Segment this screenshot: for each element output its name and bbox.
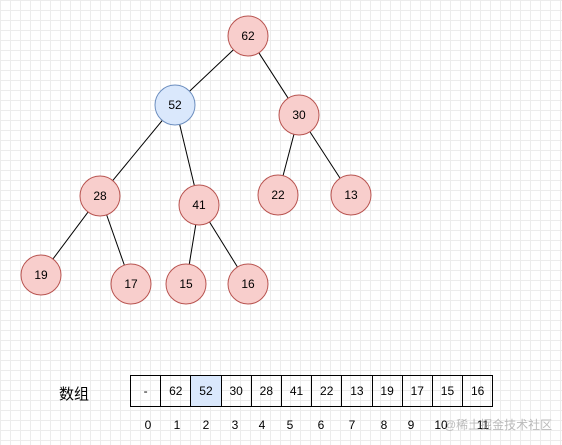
tree-node-17: 17 [110, 263, 152, 305]
edge-n30-n13 [309, 131, 341, 179]
array-cell: 15 [433, 376, 464, 406]
edge-n41-n16 [209, 221, 238, 268]
watermark: @稀土掘金技术社区 [444, 418, 553, 432]
array-cell: 52 [191, 376, 222, 406]
node-circle [154, 84, 196, 126]
node-circle [257, 174, 299, 216]
array-cell: - [131, 376, 162, 406]
edge-n30-n22 [282, 134, 295, 176]
array-index: 1 [173, 418, 181, 432]
array-label: 数组 [59, 386, 90, 403]
node-circle [278, 94, 320, 136]
array-index: 6 [317, 418, 325, 432]
edge-n52-n28 [112, 120, 163, 181]
array-index: 2 [202, 418, 210, 432]
tree-node-41: 41 [178, 184, 220, 226]
array-index: 4 [258, 418, 266, 432]
node-label: 19 [34, 268, 48, 282]
edge-n62-n52 [189, 49, 234, 92]
tree-node-15: 15 [165, 263, 207, 305]
node-label: 22 [271, 188, 285, 202]
array-index: 11 [476, 418, 490, 432]
array-index: 8 [380, 418, 388, 432]
array-cell: 28 [252, 376, 282, 406]
node-label: 41 [192, 198, 206, 212]
node-circle [178, 184, 220, 226]
array-index: 10 [434, 418, 448, 432]
array-cell: 16 [463, 376, 494, 406]
node-circle [330, 174, 372, 216]
node-circle [79, 175, 121, 217]
array-cell: 30 [222, 376, 252, 406]
tree-node-19: 19 [20, 254, 62, 296]
tree-node-16: 16 [227, 263, 269, 305]
edge-n41-n15 [188, 224, 197, 265]
node-circle [165, 263, 207, 305]
node-label: 28 [93, 189, 107, 203]
tree-node-28: 28 [79, 175, 121, 217]
edge-n52-n41 [179, 124, 195, 186]
array-index: 0 [144, 418, 152, 432]
array-cell: 19 [373, 376, 403, 406]
array-index: 5 [286, 418, 294, 432]
node-circle [20, 254, 62, 296]
edge-n62-n30 [258, 52, 289, 99]
array-cell: 17 [403, 376, 433, 406]
node-circle [110, 263, 152, 305]
tree-node-52: 52 [154, 84, 196, 126]
tree-node-62: 62 [227, 15, 269, 57]
array-cell: 22 [312, 376, 343, 406]
node-circle [227, 15, 269, 57]
tree-node-22: 22 [257, 174, 299, 216]
node-label: 62 [241, 29, 255, 43]
tree-node-13: 13 [330, 174, 372, 216]
node-label: 52 [168, 98, 182, 112]
array-index: 7 [348, 418, 356, 432]
edge-n28-n19 [52, 211, 89, 260]
array-cell: 62 [161, 376, 192, 406]
array-index: 3 [231, 418, 239, 432]
node-label: 15 [179, 277, 193, 291]
array-index: 9 [407, 418, 415, 432]
edge-n28-n17 [106, 214, 125, 266]
array-cell: 13 [342, 376, 373, 406]
node-label: 17 [124, 277, 138, 291]
node-label: 30 [292, 108, 306, 122]
node-label: 13 [344, 188, 358, 202]
tree-node-30: 30 [278, 94, 320, 136]
node-label: 16 [241, 277, 255, 291]
array-cell: 41 [282, 376, 313, 406]
node-circle [227, 263, 269, 305]
